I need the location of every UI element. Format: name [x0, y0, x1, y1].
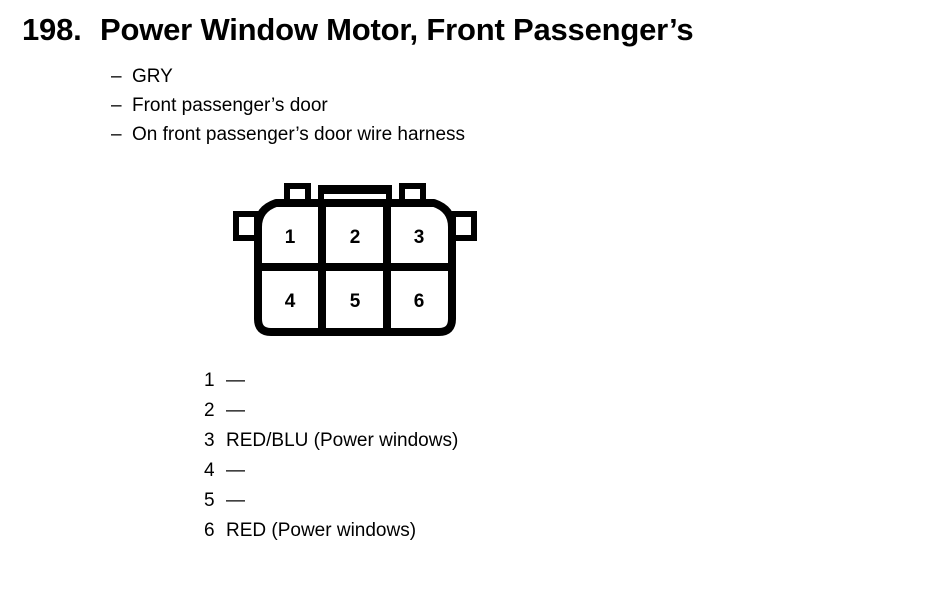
connector-attribute-list: –GRY –Front passenger’s door –On front p…: [111, 62, 871, 149]
page-title: 198. Power Window Motor, Front Passenger’…: [22, 11, 922, 49]
center-latch-slot-icon: [324, 194, 386, 199]
legend-pin-number: 2: [204, 400, 215, 421]
list-item: 5—: [204, 486, 824, 516]
legend-pin-description: —: [226, 460, 245, 481]
list-item: –Front passenger’s door: [111, 91, 871, 120]
attribute-label: Front passenger’s door: [132, 95, 328, 116]
connector-drawing: 1 2 3 4 5 6: [233, 183, 477, 336]
pin-number-4: 4: [285, 291, 296, 312]
legend-pin-number: 6: [204, 520, 215, 541]
list-item: 2—: [204, 396, 824, 426]
pin-number-6: 6: [414, 291, 425, 312]
attribute-label: On front passenger’s door wire harness: [132, 124, 466, 145]
page-title-number: 198.: [22, 12, 82, 47]
connector-diagram: 1 2 3 4 5 6: [225, 175, 490, 340]
bullet-dash-icon: –: [111, 66, 122, 87]
legend-pin-number: 4: [204, 460, 215, 481]
legend-pin-description: RED/BLU (Power windows): [226, 430, 459, 451]
pin-number-1: 1: [285, 227, 296, 248]
list-item: –On front passenger’s door wire harness: [111, 120, 871, 149]
page-title-text: Power Window Motor, Front Passenger’s: [100, 12, 694, 47]
list-item: 1—: [204, 366, 824, 396]
legend-pin-description: —: [226, 370, 245, 391]
page-title-line: 198. Power Window Motor, Front Passenger’…: [22, 11, 922, 49]
pin-number-3: 3: [414, 227, 425, 248]
attribute-label: GRY: [132, 66, 173, 87]
legend-pin-number: 1: [204, 370, 215, 391]
legend-pin-number: 5: [204, 490, 215, 511]
pin-number-2: 2: [350, 227, 361, 248]
list-item: –GRY: [111, 62, 871, 91]
pin-number-5: 5: [350, 291, 361, 312]
legend-pin-description: RED (Power windows): [226, 520, 417, 541]
bullet-dash-icon: –: [111, 124, 122, 145]
legend-pin-number: 3: [204, 430, 215, 451]
legend-pin-description: —: [226, 400, 245, 421]
list-item: 4—: [204, 456, 824, 486]
list-item: 6 RED (Power windows): [204, 516, 824, 546]
list-item: 3 RED/BLU (Power windows): [204, 426, 824, 456]
legend-pin-description: —: [226, 490, 245, 511]
bullet-dash-icon: –: [111, 95, 122, 116]
